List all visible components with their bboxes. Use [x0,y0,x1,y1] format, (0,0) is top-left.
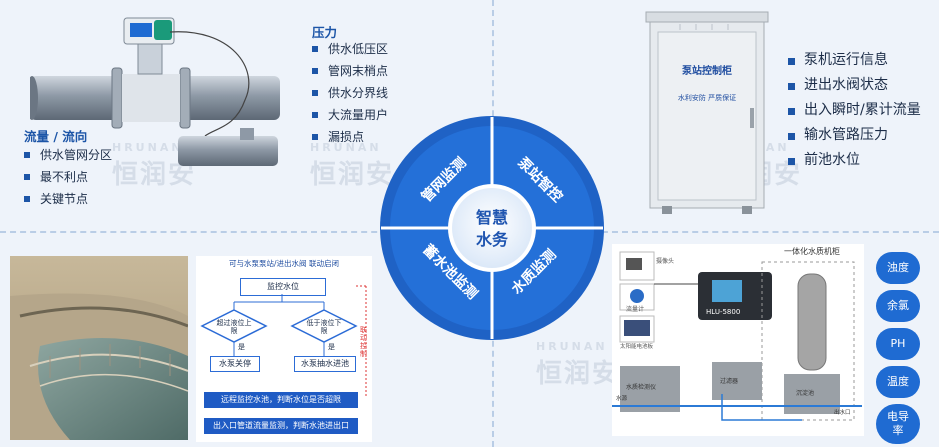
list-item: 前池水位 [788,148,921,173]
label-flowmeter: 流量计 [626,306,645,313]
label-filter: 过滤器 [720,378,739,385]
pump-control-cabinet: 泵站控制柜 水利安防 严质保证 [645,11,769,214]
center-title-line1: 智慧 [476,208,508,227]
node-pump-on: 水泵抽水进池 [294,356,356,372]
water-level-flowchart: 可与水泵泵站/进出水阀 联动启闭 监控水位 超过液位上限 低于液位下限 是 是 … [196,256,372,442]
note-flow-monitor: 出入口管道流量监测，判断水池进出口 [204,418,358,434]
list-item: 供水分界线 [312,82,388,104]
indicator-conductivity: 电导率 [876,404,920,444]
reservoir-photo [10,256,188,440]
flowchart-header: 可与水泵泵站/进出水阀 联动启闭 [229,259,339,268]
cabinet-slogan: 水利安防 严质保证 [678,93,736,102]
node-pump-off: 水泵关停 [210,356,260,372]
flow-title: 流量 / 流向 [24,129,88,144]
pump-station-list: 泵机运行信息 进出水阀状态 出入瞬时/累计流量 输水管路压力 前池水位 [788,48,921,173]
smart-water-wheel: 智慧 水务 管网监测 泵站智控 水质监测 蓄水池监测 [380,116,604,340]
label-solar: 太阳能电池板 [620,344,654,350]
list-item: 供水管网分区 [24,144,112,166]
schematic-title: 一体化水质机柜 [784,247,840,256]
label-camera: 摄像头 [656,258,675,265]
label-source: 水源 [616,396,628,402]
cabinet-label: 泵站控制柜 [682,64,732,77]
list-item: 供水低压区 [312,38,388,60]
list-item: 泵机运行信息 [788,48,921,73]
indicator-temperature: 温度 [876,366,920,398]
conductivity-label: 电导率 [887,410,909,437]
flow-list: 供水管网分区 最不利点 关键节点 [24,144,112,210]
flowmeter-pipe-illustration [30,17,280,166]
label-linkage: 联动控制 [360,326,367,358]
list-item: 管网末梢点 [312,60,388,82]
pressure-list: 供水低压区 管网末梢点 供水分界线 大流量用户 漏损点 [312,38,388,148]
list-item: 输水管路压力 [788,123,921,148]
pressure-title: 压力 [312,25,338,40]
water-quality-schematic: 一体化水质机柜 HLU-5800 摄像头 流量计 太阳能电池板 水质检测仪 过滤… [612,244,864,436]
label-yes-right: 是 [328,343,335,351]
label-outlet: 出水口 [834,410,851,416]
indicator-chlorine: 余氯 [876,290,920,322]
list-item: 最不利点 [24,166,112,188]
flowchart-connectors [200,285,367,396]
node-over-upper: 超过液位上限 [216,319,252,335]
node-monitor-level: 监控水位 [240,278,326,296]
label-analyzer: 水质检测仪 [626,384,657,391]
list-item: 关键节点 [24,188,112,210]
indicator-ph: PH [876,328,920,360]
indicator-turbidity: 浊度 [876,252,920,284]
list-item: 出入瞬时/累计流量 [788,98,921,123]
label-sediment: 沉淀池 [796,390,815,397]
label-yes-left: 是 [238,343,245,351]
center-title-line2: 水务 [476,230,509,249]
note-remote-monitor: 远程监控水池，判断水位是否超限 [204,392,358,408]
schematic-drawing [612,251,862,421]
device-label: HLU-5800 [706,308,741,316]
list-item: 漏损点 [312,126,388,148]
list-item: 进出水阀状态 [788,73,921,98]
node-below-lower: 低于液位下限 [306,319,342,335]
list-item: 大流量用户 [312,104,388,126]
